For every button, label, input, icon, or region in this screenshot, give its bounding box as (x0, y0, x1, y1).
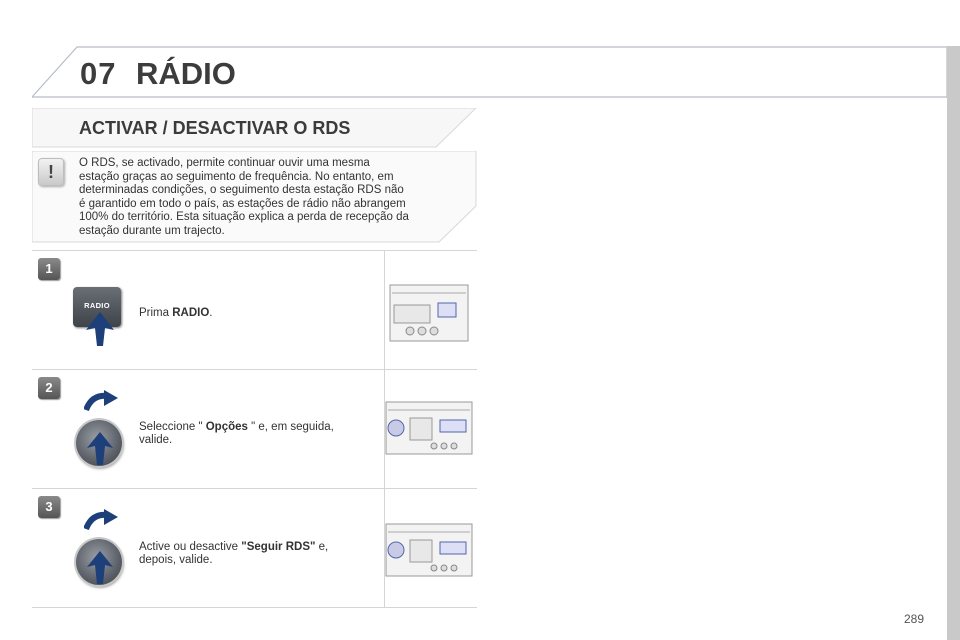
note-line: 100% do território. Esta situação explic… (79, 211, 409, 223)
note-text: O RDS, se activado, permite continuar ou… (79, 157, 459, 238)
note-line: O RDS, se activado, permite continuar ou… (79, 157, 370, 169)
radio-panel-thumbnail (389, 284, 469, 342)
side-bar (947, 46, 960, 640)
page-number: 289 (904, 612, 925, 626)
section-frame (32, 108, 477, 148)
step-3-option: "Seguir RDS" (241, 541, 316, 553)
radio-button-label: RADIO (84, 301, 110, 310)
rotate-arrow-icon (84, 390, 118, 412)
step-divider (384, 489, 385, 607)
step-number-badge: 3 (38, 496, 60, 518)
warning-icon: ! (38, 158, 64, 186)
press-arrow-icon (86, 312, 114, 346)
rotate-arrow-icon (84, 509, 118, 531)
step-1-text: Prima RADIO. (139, 307, 213, 319)
section-title: ACTIVAR / DESACTIVAR O RDS (79, 118, 351, 138)
note-line: determinadas condições, o seguimento des… (79, 184, 404, 196)
step-divider (384, 251, 385, 369)
step-number-badge: 2 (38, 377, 60, 399)
chapter-title: RÁDIO (136, 56, 236, 91)
radio-panel-thumbnail (385, 401, 473, 455)
note-line: estação graças ao seguimento de frequênc… (79, 170, 394, 183)
step-1-key: RADIO (172, 307, 210, 319)
radio-panel-thumbnail (385, 523, 473, 577)
note-line: é garantido em todo o país, as estações … (79, 197, 406, 210)
note-line: estação durante um trajecto. (79, 224, 225, 237)
step-2-text: Seleccione " Opções " e, em seguida, val… (139, 421, 334, 446)
note-frame (32, 151, 477, 243)
press-arrow-icon (87, 432, 113, 465)
step-number-badge: 1 (38, 258, 60, 280)
step-3-text: Active ou desactive "Seguir RDS" e, depo… (139, 541, 329, 566)
step-divider (384, 370, 385, 488)
step-2-menu: Opções (205, 421, 248, 433)
press-arrow-icon (87, 551, 113, 584)
chapter-number: 07 (80, 56, 117, 91)
